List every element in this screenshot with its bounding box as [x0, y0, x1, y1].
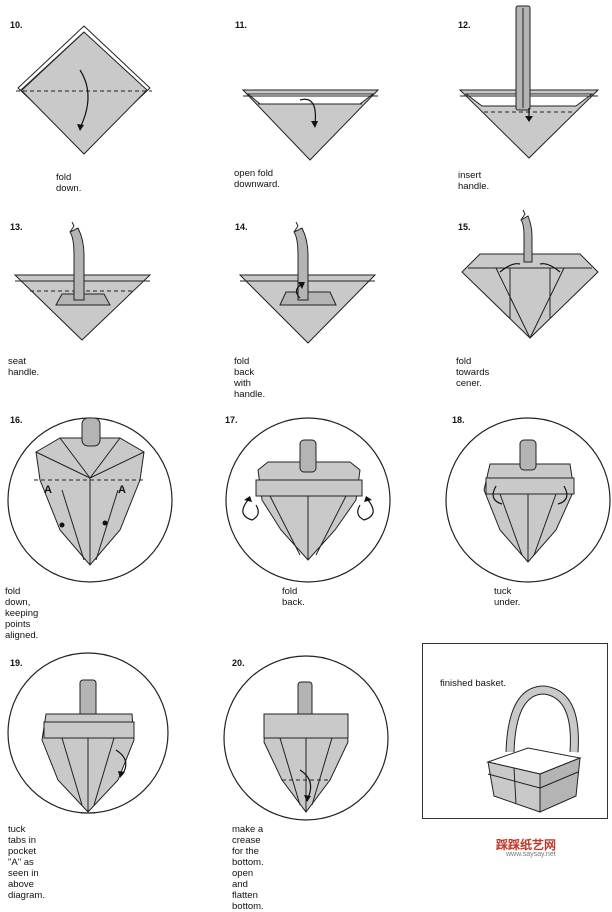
step-caption: fold down. — [56, 172, 82, 194]
step-18-diagram — [445, 417, 611, 583]
step-12-diagram — [458, 5, 600, 159]
step-caption: fold back with handle. — [234, 356, 266, 400]
step-13-diagram — [13, 221, 152, 341]
finished-basket-panel — [422, 643, 608, 819]
step-16-diagram — [7, 417, 173, 583]
step-number: 20. — [232, 658, 245, 668]
pocket-label-right: A — [118, 484, 126, 496]
step-caption: tuck under. — [494, 586, 521, 608]
step-caption: fold towards cener. — [456, 356, 490, 389]
step-caption: fold down, keeping points aligned. — [5, 586, 39, 641]
finished-basket-diagram — [486, 685, 582, 813]
pocket-label-left: A — [44, 484, 52, 496]
step-number: 18. — [452, 415, 465, 425]
step-number: 13. — [10, 222, 23, 232]
step-number: 15. — [458, 222, 471, 232]
step-number: 17. — [225, 415, 238, 425]
step-number: 19. — [10, 658, 23, 668]
step-19-diagram — [7, 652, 169, 814]
step-caption: seat handle. — [8, 356, 40, 378]
watermark-text: 踩踩纸艺网 — [496, 838, 557, 852]
step-number: 12. — [458, 20, 471, 30]
step-caption: open fold downward. — [234, 168, 280, 190]
step-number: 16. — [10, 415, 23, 425]
watermark-url: www.saysay.net — [506, 851, 556, 858]
finished-caption: finished basket. — [440, 678, 507, 689]
step-15-diagram — [461, 209, 599, 339]
step-caption: insert handle. — [458, 170, 490, 192]
step-number: 11. — [235, 20, 248, 30]
step-10-diagram — [16, 25, 152, 155]
step-number: 14. — [235, 222, 248, 232]
step-caption: fold back. — [282, 586, 305, 608]
step-number: 10. — [10, 20, 23, 30]
step-11-diagram — [241, 89, 380, 161]
step-17-diagram — [225, 417, 391, 583]
step-20-diagram — [223, 655, 389, 821]
step-14-diagram — [238, 221, 377, 344]
